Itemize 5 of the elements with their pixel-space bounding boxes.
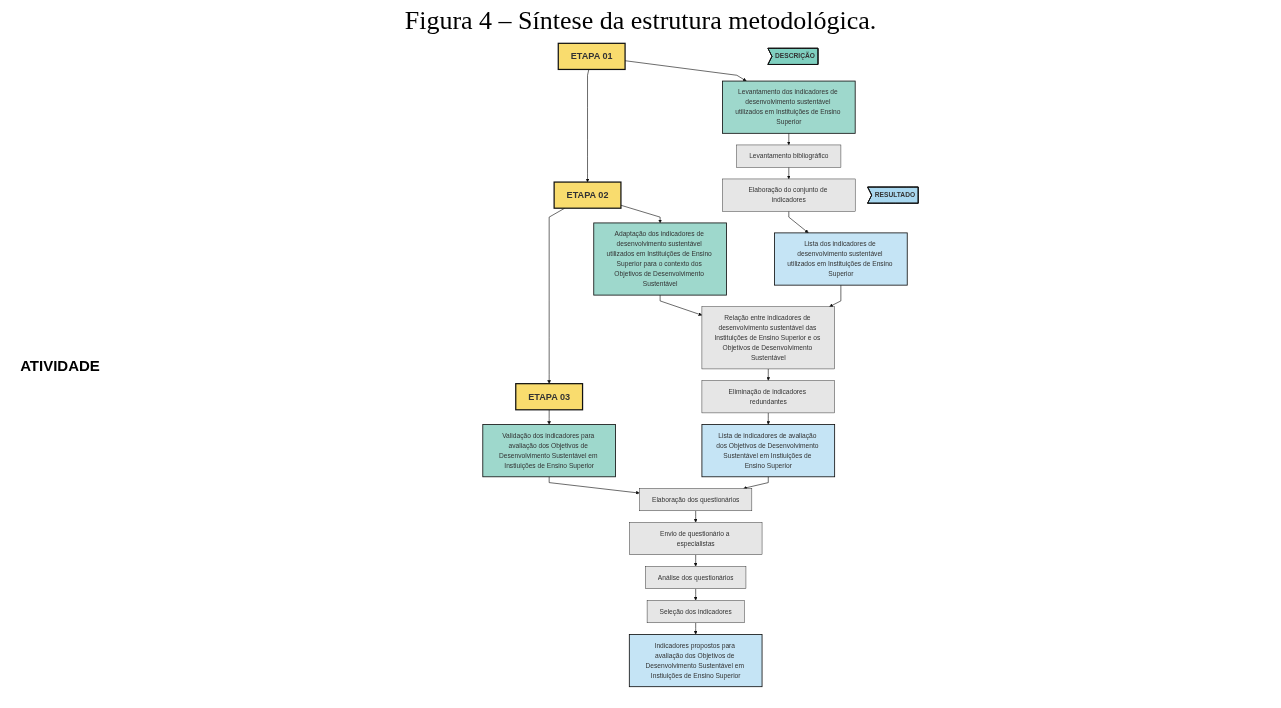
node-box: ETAPA 01	[557, 42, 626, 71]
figure-title: Figura 4 – Síntese da estrutura metodológica.	[403, 6, 878, 36]
node-box: ETAPA 02	[553, 181, 622, 209]
row-label: ATIVIDADE	[20, 356, 100, 374]
node-box: ETAPA 03	[515, 383, 584, 411]
